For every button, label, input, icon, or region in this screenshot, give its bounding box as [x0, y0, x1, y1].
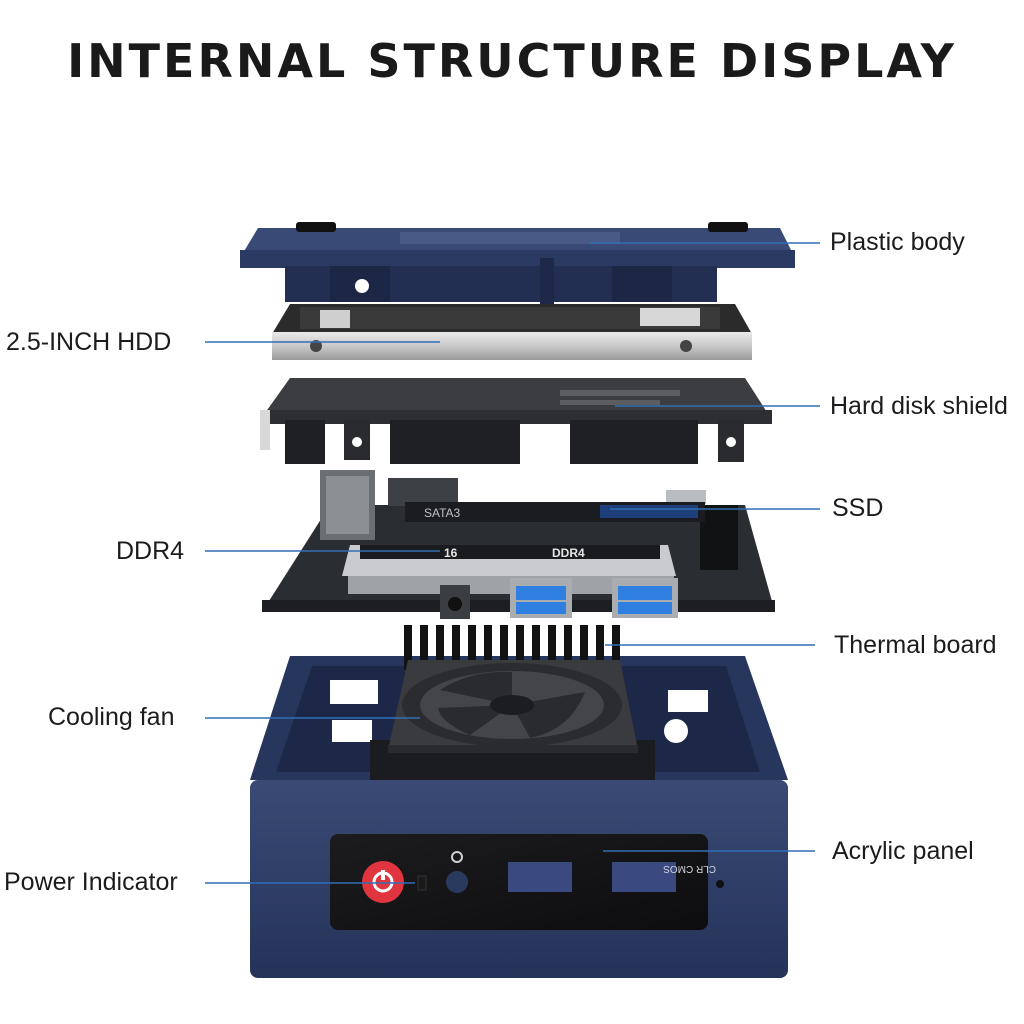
acrylic-panel: CLR CMOS	[330, 834, 724, 930]
ssd-module: SATA3	[405, 502, 705, 522]
ddr4-chip-label: DDR4	[552, 546, 585, 560]
label-hdd: 2.5-INCH HDD	[6, 328, 172, 356]
label-plastic-body: Plastic body	[830, 228, 965, 256]
clr-cmos-label: CLR CMOS	[663, 863, 716, 874]
label-ddr4: DDR4	[116, 537, 185, 565]
label-hard-disk-shield: Hard disk shield	[830, 392, 1008, 420]
label-acrylic-panel: Acrylic panel	[832, 837, 974, 865]
label-power-indicator: Power Indicator	[4, 868, 178, 896]
hdd-drive	[272, 304, 752, 360]
ram-size-label: 16	[444, 546, 458, 560]
label-thermal-board: Thermal board	[834, 631, 997, 659]
hard-disk-shield	[260, 378, 772, 464]
label-ssd: SSD	[832, 494, 884, 522]
usb-ports	[440, 578, 678, 619]
page-title: INTERNAL STRUCTURE DISPLAY	[67, 34, 957, 88]
cooling-fan	[388, 660, 638, 753]
power-indicator-led	[417, 875, 427, 891]
sata-label: SATA3	[424, 506, 461, 520]
label-cooling-fan: Cooling fan	[48, 703, 175, 731]
leader-lines	[205, 242, 820, 884]
plastic-body-lid	[240, 222, 795, 310]
power-button[interactable]	[362, 861, 404, 903]
